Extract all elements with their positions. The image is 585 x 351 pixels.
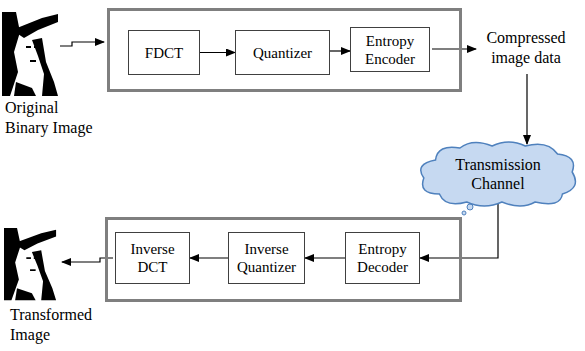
cloud-shape [421,142,576,206]
process-box: Inverse DCT [115,232,190,284]
process-box: Entropy Decoder [345,232,420,284]
node-text: Entropy Encoder [355,32,425,68]
channel-arrow [526,74,527,144]
cloud-bubble [462,211,466,215]
flow-arrow [200,52,235,53]
cloud-outline [416,140,580,208]
process-box: FDCT [128,30,200,75]
group-frame: Inverse DCT Inverse Quantizer Entropy Deco… [105,217,462,302]
process-box: Entropy Encoder [350,27,430,72]
node-text: Entropy Decoder [350,240,415,276]
output-arrow [432,48,476,49]
node-text: Inverse DCT [120,240,185,276]
process-box: Quantizer [235,30,330,75]
transformed-image [4,228,56,300]
cloud-bubble [467,204,473,210]
flow-arrow [305,257,345,258]
caption-label: Compressed image data [470,28,582,68]
flow-arrow [190,257,228,258]
original-image [2,12,58,96]
flow-arrow [330,50,350,51]
node-text: Inverse Quantizer [233,240,300,276]
flow-arrow [420,203,498,258]
input-arrow [60,42,104,46]
channel-cloud: Transmission Channel [416,140,580,208]
caption-label: Original Binary Image [5,98,105,138]
node-text: Transmission Channel [442,155,554,193]
node-text: Quantizer [253,44,312,62]
process-box: Inverse Quantizer [228,232,305,284]
group-frame: FDCT Quantizer Entropy Encoder [107,8,462,92]
node-text: FDCT [145,44,183,62]
caption-label: Transformed Image [10,305,110,345]
